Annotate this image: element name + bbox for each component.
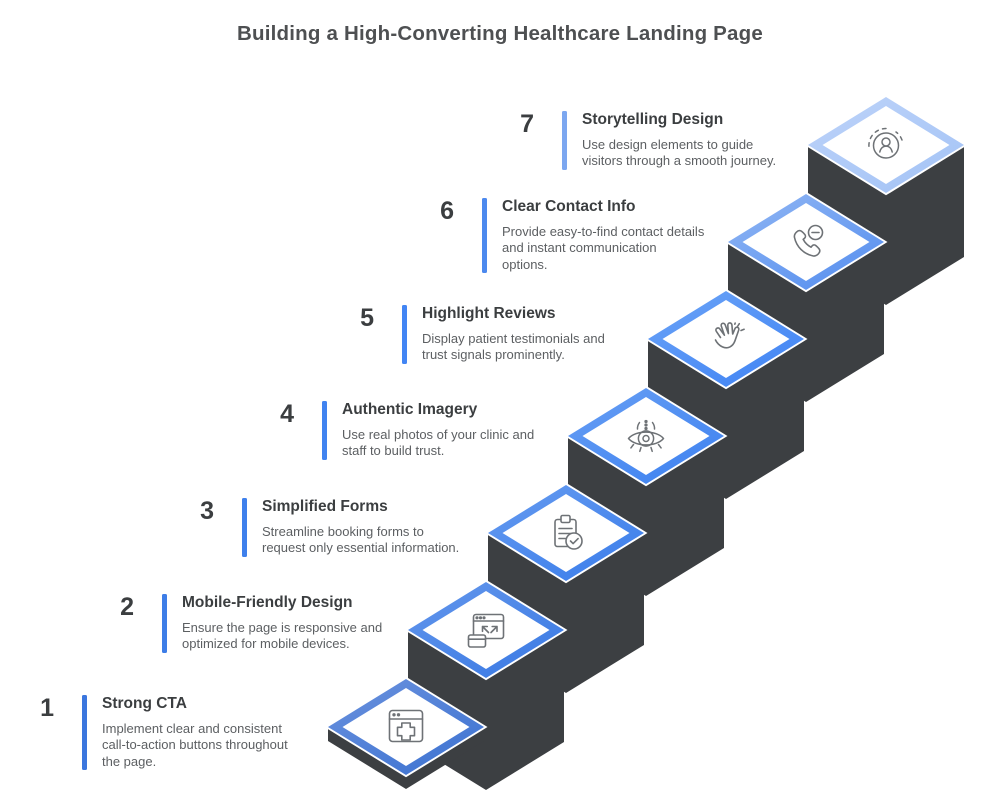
step-number: 1 [40, 694, 54, 722]
page-title: Building a High-Converting Healthcare La… [237, 22, 763, 45]
step-title: Simplified Forms [262, 498, 388, 515]
step-number: 7 [520, 110, 534, 138]
step-number: 5 [360, 304, 374, 332]
step-title: Strong CTA [102, 695, 187, 712]
step-number: 4 [280, 400, 294, 428]
step-text-block: Highlight Reviews Display patient testim… [422, 305, 672, 364]
step-row-7: 7 Storytelling Design Use design element… [488, 111, 832, 170]
staircase-step-1 [324, 676, 488, 789]
step-row-6: 6 Clear Contact Info Provide easy-to-fin… [408, 197, 752, 274]
step-title: Highlight Reviews [422, 305, 556, 322]
step-accent-bar [322, 401, 327, 460]
step-description: Ensure the page is responsive and optimi… [182, 619, 383, 652]
step-accent-bar [82, 695, 87, 771]
step-diamond-face [742, 203, 870, 281]
staircase-step-6 [724, 191, 888, 402]
step-accent-bar [402, 305, 407, 364]
step-text-block: Authentic Imagery Use real photos of you… [342, 401, 592, 460]
step-title: Mobile-Friendly Design [182, 594, 353, 611]
step-diamond-face [662, 300, 790, 378]
step-row-1: 1 Strong CTA Implement clear and consist… [8, 694, 352, 771]
step-text-block: Strong CTA Implement clear and consisten… [102, 695, 352, 770]
step-description: Use design elements to guide visitors th… [582, 136, 777, 169]
step-text-block: Mobile-Friendly Design Ensure the page i… [182, 594, 432, 653]
step-diamond-face [822, 106, 950, 184]
step-row-5: 5 Highlight Reviews Display patient test… [328, 305, 672, 364]
step-row-3: 3 Simplified Forms Streamline booking fo… [168, 498, 512, 557]
step-accent-bar [562, 111, 567, 170]
step-text-block: Clear Contact Info Provide easy-to-find … [502, 198, 752, 273]
step-row-4: 4 Authentic Imagery Use real photos of y… [248, 401, 592, 460]
step-text-block: Storytelling Design Use design elements … [582, 111, 832, 170]
step-accent-bar [242, 498, 247, 557]
step-title: Storytelling Design [582, 111, 724, 128]
step-number: 3 [200, 497, 214, 525]
step-description: Streamline booking forms to request only… [262, 523, 460, 556]
staircase-step-4 [564, 385, 728, 596]
step-diamond-face [342, 688, 470, 766]
step-description: Use real photos of your clinic and staff… [342, 426, 535, 459]
step-row-2: 2 Mobile-Friendly Design Ensure the page… [88, 594, 432, 653]
step-description: Display patient testimonials and trust s… [422, 330, 605, 363]
step-title: Authentic Imagery [342, 401, 478, 418]
step-accent-bar [482, 198, 487, 274]
step-number: 6 [440, 197, 454, 225]
step-description: Implement clear and consistent call-to-a… [102, 720, 288, 769]
staircase-step-7 [804, 94, 968, 305]
step-number: 2 [120, 593, 134, 621]
step-text-block: Simplified Forms Streamline booking form… [262, 498, 512, 557]
step-accent-bar [162, 594, 167, 653]
step-title: Clear Contact Info [502, 198, 636, 215]
step-description: Provide easy-to-find contact details and… [502, 223, 705, 272]
